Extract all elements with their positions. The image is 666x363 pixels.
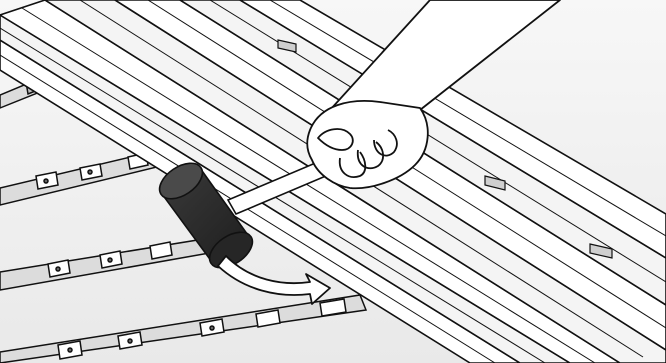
deck-installation-illustration	[0, 0, 666, 363]
illustration-canvas	[0, 0, 666, 363]
